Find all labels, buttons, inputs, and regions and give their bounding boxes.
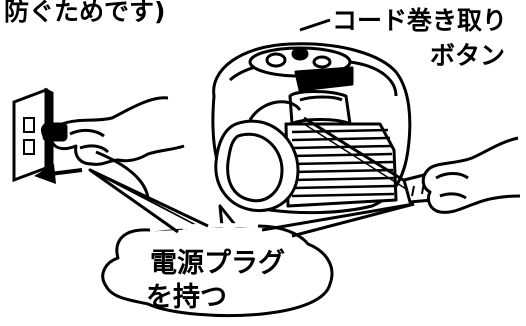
caption-top-text: 防ぐためです) — [4, 0, 165, 26]
pull-arrow-icon — [34, 164, 83, 184]
callout-label-line1: コード巻き取り — [332, 6, 507, 35]
callout-label-line2: ボタン — [430, 41, 505, 70]
extended-power-cord — [303, 116, 417, 190]
bubble-pointer-left-edge2 — [89, 168, 209, 228]
wall-outlet — [12, 87, 54, 183]
left-hand-with-plug — [40, 96, 185, 166]
bubble-text-line1: 電源プラグ — [150, 247, 285, 279]
right-hand-with-plug — [402, 136, 521, 214]
bubble-text-line2: を持つ — [146, 282, 227, 313]
callout-leader-line — [299, 18, 331, 32]
bubble-pointer-left-edge1 — [89, 168, 179, 234]
extended-power-cord-edge — [303, 123, 415, 195]
bubble-pointer-right-edge1 — [261, 202, 415, 232]
bubble-pointer-left-fill — [88, 170, 196, 230]
bubble-pointer-right-edge2 — [291, 202, 415, 238]
